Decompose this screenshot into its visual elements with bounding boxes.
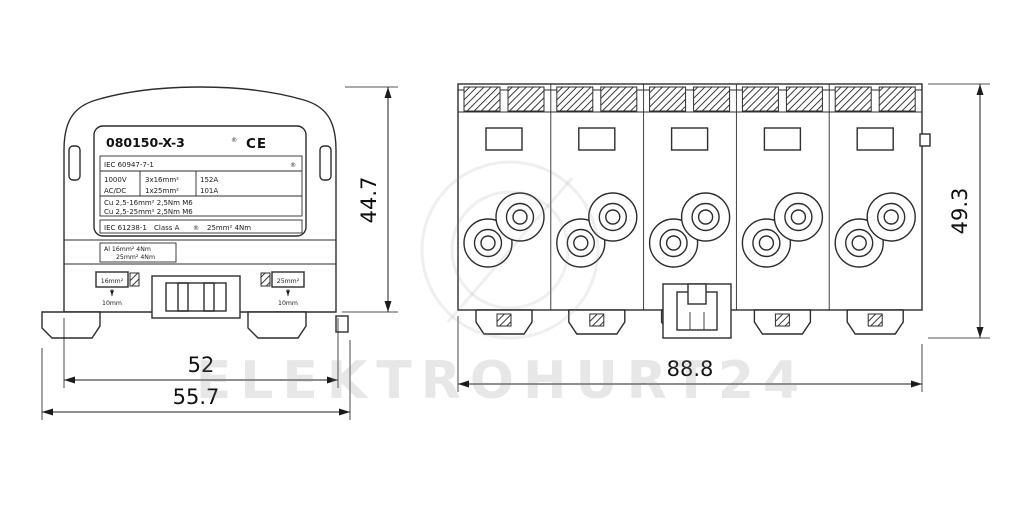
rating-amps-2: 101A — [200, 187, 218, 195]
aluminium-spec-box: Al 16mm² 4Nm 25mm² 4Nm — [99, 242, 177, 263]
rating-amps-1: 152A — [200, 176, 218, 184]
side-body-outline — [63, 86, 337, 313]
left-foot — [41, 311, 101, 339]
left-wire-note: 10mm — [102, 300, 122, 307]
class-row — [99, 219, 303, 234]
class-values: 25mm² 4Nm — [207, 224, 251, 232]
dimension-width-52: 52 — [63, 318, 339, 388]
rating-wire-2: 1x25mm² — [145, 187, 179, 195]
dimension-height-44-7: 44.7 — [342, 86, 398, 313]
watermark-text: ELEKTROHURT24 — [196, 351, 808, 411]
din-clamp-front — [662, 283, 732, 339]
dimension-width-88-8: 88.8 — [457, 316, 923, 392]
cu-spec-2: Cu 2,5-25mm² 2,5Nm M6 — [104, 208, 193, 216]
watermark-circle-outer — [420, 160, 600, 340]
standard-text: IEC 60947-7-1 — [104, 161, 154, 169]
standard-r-mark: ® — [290, 161, 296, 169]
dimension-width-55-7: 55.7 — [41, 340, 351, 420]
class-r-mark: ® — [193, 224, 199, 232]
watermark: ELEKTROHURT24 — [196, 160, 808, 411]
watermark-circle-inner — [450, 190, 570, 310]
dim-label-width-55-7: 55.7 — [173, 385, 220, 409]
model-number: 080150-X-3 — [106, 135, 185, 150]
front-body-outline — [457, 83, 923, 311]
left-latch — [68, 145, 81, 181]
al-spec-1: Al 16mm² 4Nm — [104, 246, 151, 253]
class-text: Class A — [154, 224, 180, 232]
dim-label-width-52: 52 — [188, 353, 215, 377]
nameplate: 080150-X-3 ® CE IEC 60947-7-1 ® 1000V 3x… — [93, 125, 307, 237]
front-view — [457, 83, 931, 339]
dimension-height-49-3: 49.3 — [928, 83, 990, 339]
left-wire-size: 16mm² — [101, 278, 124, 285]
rating-voltage: 1000V — [104, 176, 127, 184]
right-foot — [247, 311, 307, 339]
right-wire-note: 10mm — [278, 300, 298, 307]
din-clamp-side — [151, 275, 241, 319]
side-pin — [919, 133, 931, 147]
dim-label-width-88-8: 88.8 — [667, 357, 714, 381]
right-latch — [319, 145, 332, 181]
wire-callouts: 16mm² 25mm² 10mm 10mm — [95, 271, 305, 307]
ratings-table — [99, 155, 303, 217]
dim-label-height-49-3: 49.3 — [948, 188, 972, 235]
right-edge-step — [335, 315, 349, 333]
watermark-slash — [446, 177, 574, 323]
cu-spec-1: Cu 2,5-16mm² 2,5Nm M6 — [104, 199, 193, 207]
registered-mark: ® — [231, 136, 237, 144]
dim-label-height-44-7: 44.7 — [357, 177, 381, 224]
rating-wire-1: 3x16mm² — [145, 176, 179, 184]
al-spec-2: 25mm² 4Nm — [116, 254, 155, 261]
right-wire-size: 25mm² — [277, 278, 300, 285]
class-standard: IEC 61238-1 — [104, 224, 147, 232]
side-view: 080150-X-3 ® CE IEC 60947-7-1 ® 1000V 3x… — [41, 86, 349, 339]
ce-mark: CE — [246, 136, 267, 152]
rating-acdc: AC/DC — [104, 187, 126, 195]
